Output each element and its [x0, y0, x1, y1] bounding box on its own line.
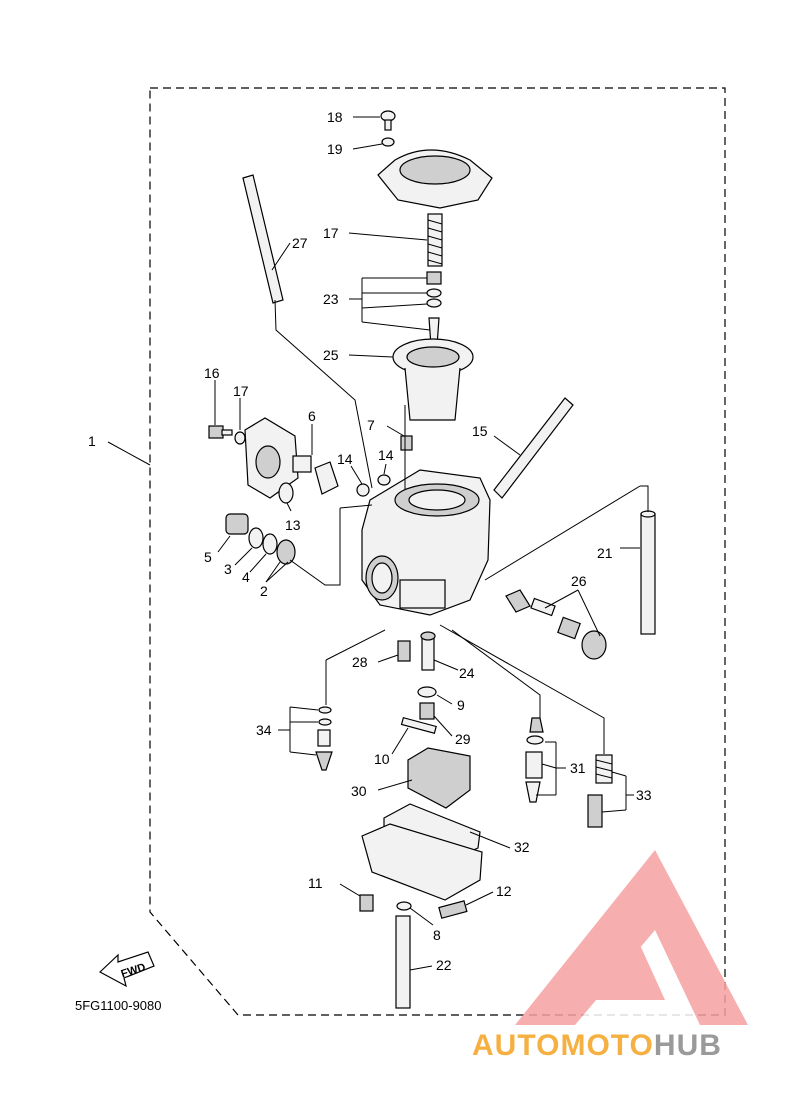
- watermark-logo-icon: [515, 850, 748, 1025]
- part-screw-19: [380, 110, 396, 131]
- callout-32: 32: [514, 839, 530, 855]
- callout-8: 8: [433, 927, 441, 943]
- callout-22: 22: [436, 957, 452, 973]
- callout-31: 31: [570, 760, 586, 776]
- callout-4: 4: [242, 569, 250, 585]
- callout-14b: 14: [378, 447, 394, 463]
- part-float-bowl: [361, 823, 483, 901]
- callout-1: 1: [88, 433, 96, 449]
- part-carb-cover: [377, 149, 493, 209]
- callout-5: 5: [204, 549, 212, 565]
- callout-24: 24: [459, 665, 475, 681]
- callout-25: 25: [323, 347, 339, 363]
- watermark-text: AUTOMOTOHUB: [472, 1029, 722, 1062]
- callout-17-visible: 17: [233, 383, 249, 399]
- callout-16: 16: [204, 365, 220, 381]
- callout-12: 12: [496, 883, 512, 899]
- part-pump-cover: [244, 417, 299, 499]
- callout-30: 30: [351, 783, 367, 799]
- callout-13: 13: [285, 517, 301, 533]
- part-screw-16: [208, 425, 233, 439]
- callout-3: 3: [224, 561, 232, 577]
- part-stack-2-5: [225, 513, 296, 565]
- fwd-arrow-icon: FWD: [98, 951, 155, 988]
- part-screw-26: [505, 589, 607, 660]
- part-tube-27: [242, 174, 284, 304]
- part-oring-8: [396, 901, 412, 911]
- part-tube-21: [640, 510, 656, 635]
- part-set-31: [525, 717, 544, 803]
- callout-28: 28: [352, 654, 368, 670]
- assembly-boundary: [149, 87, 726, 1016]
- part-washer-17: [234, 431, 246, 445]
- part-screw-28: [397, 640, 411, 662]
- part-spring-18: [427, 213, 443, 267]
- callout-19: 18: [327, 109, 343, 125]
- callout-14a: 14: [337, 451, 353, 467]
- watermark-part1: AUTOMOTO: [472, 1029, 654, 1062]
- part-oring-13: [278, 482, 294, 504]
- callout-10: 10: [374, 751, 390, 767]
- callout-11: 11: [308, 875, 323, 891]
- callout-15: 15: [472, 423, 488, 439]
- part-carburetor-body: [361, 469, 491, 616]
- diagram-code: 5FG1100-9080: [75, 998, 162, 1013]
- part-pin-10: [400, 716, 437, 734]
- callout-29: 29: [455, 731, 471, 747]
- callout-26: 26: [571, 573, 587, 589]
- part-washer-9: [417, 686, 437, 698]
- part-set-33: [587, 754, 613, 828]
- callout-23: 23: [323, 291, 339, 307]
- part-jet-29: [419, 702, 435, 720]
- callout-2: 2: [260, 583, 268, 599]
- part-tube-22: [395, 915, 411, 1009]
- part-jet-24: [420, 631, 436, 671]
- callout-20: 19: [327, 141, 343, 157]
- part-float-30: [407, 747, 471, 809]
- callout-9: 9: [457, 697, 465, 713]
- part-washer-20: [381, 137, 395, 147]
- callout-7: 7: [367, 417, 375, 433]
- callout-18: 17: [323, 225, 339, 241]
- part-screw-7: [400, 435, 413, 451]
- part-screw-12: [438, 900, 468, 919]
- part-tube-15: [493, 397, 574, 499]
- callout-27: 27: [292, 235, 308, 251]
- callout-labels: 18 19 17 23 25 27 1 16 17 16 6 7 14 14 1…: [88, 109, 652, 973]
- part-diaphragm-25: [392, 338, 474, 421]
- leader-lines: [107, 116, 649, 971]
- part-screw-11: [359, 894, 374, 912]
- callout-33: 33: [636, 787, 652, 803]
- part-oring-14a: [356, 483, 370, 497]
- part-oring-14b: [377, 474, 391, 486]
- callout-6: 6: [308, 408, 316, 424]
- part-set-23: [426, 271, 442, 347]
- watermark-part2: HUB: [654, 1029, 722, 1062]
- callout-34: 34: [256, 722, 272, 738]
- part-spring-6: [292, 455, 339, 495]
- callout-21: 21: [597, 545, 613, 561]
- part-set-34: [315, 706, 333, 771]
